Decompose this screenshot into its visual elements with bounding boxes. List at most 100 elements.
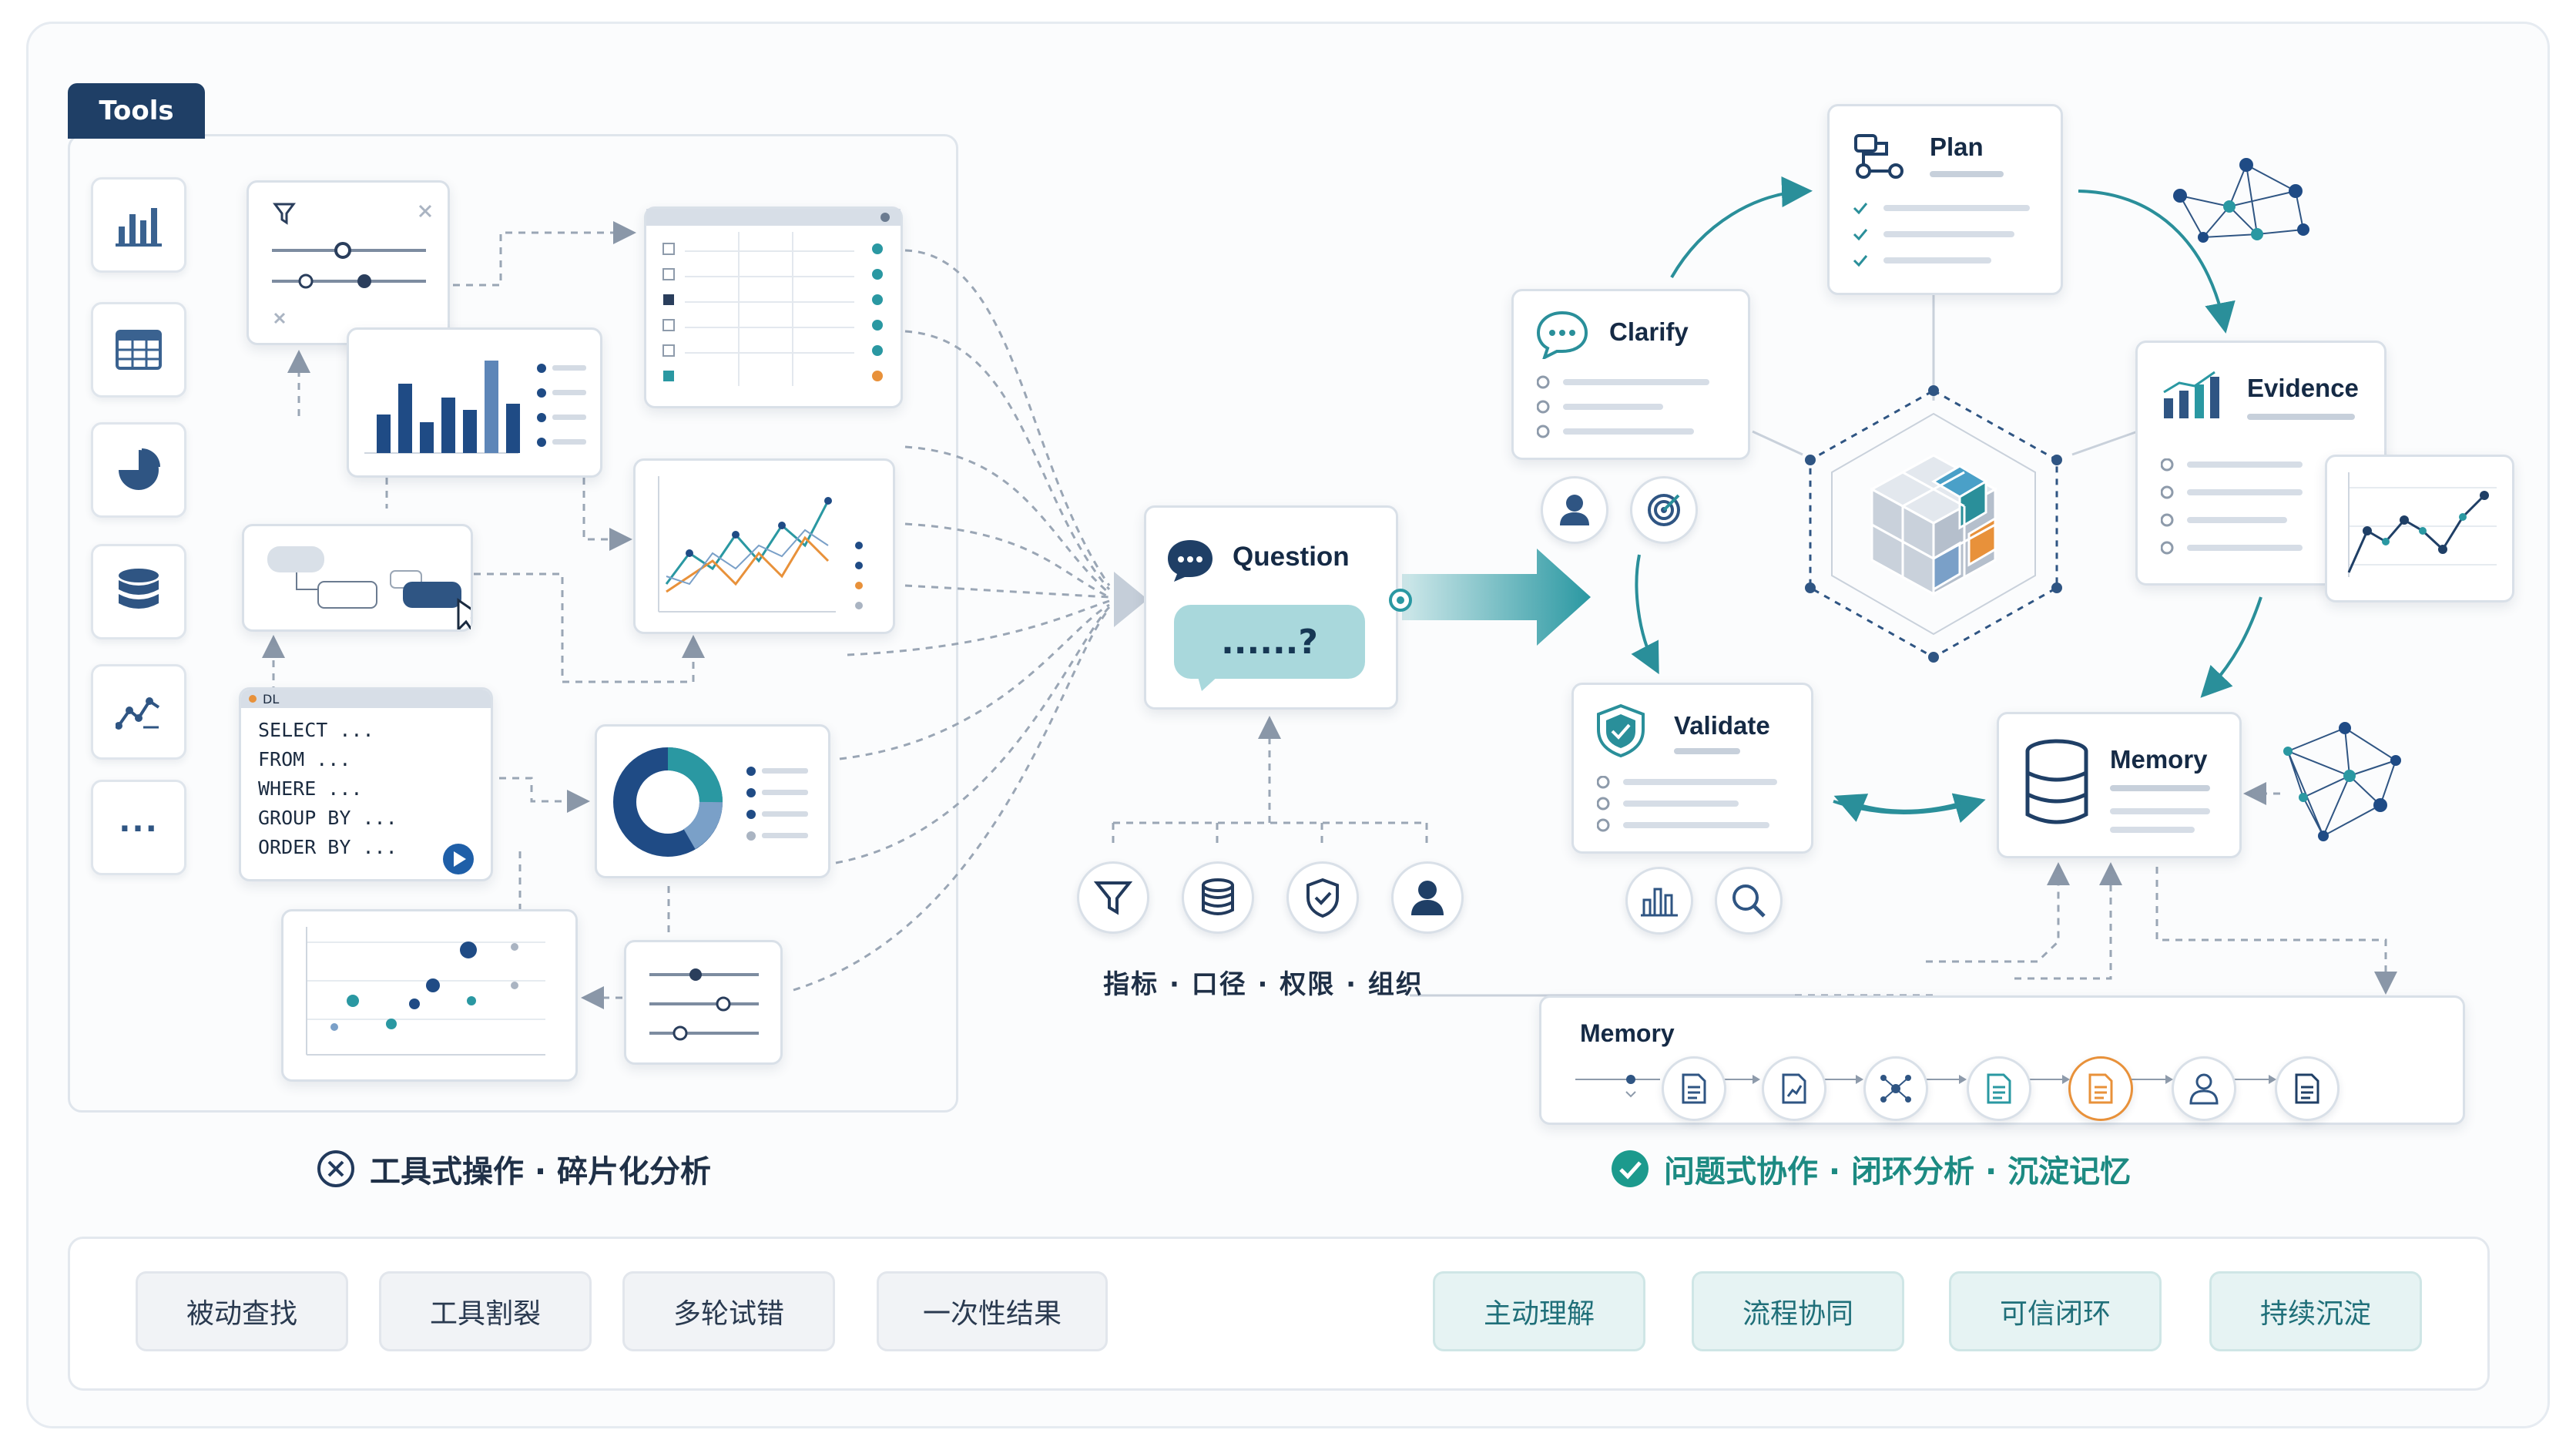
chip-after-1: 主动理解 bbox=[1433, 1271, 1645, 1351]
table-card[interactable] bbox=[644, 206, 903, 408]
chat-icon bbox=[1168, 540, 1213, 582]
permission-input-button[interactable] bbox=[1286, 861, 1359, 934]
target-icon bbox=[1648, 494, 1680, 526]
database-icon bbox=[1202, 878, 1234, 915]
bar-chart-icon bbox=[1641, 888, 1678, 917]
database-tool-button[interactable] bbox=[91, 544, 186, 639]
memory-timeline[interactable]: Memory bbox=[1539, 995, 2465, 1125]
filter-card[interactable] bbox=[247, 180, 450, 345]
slider-card[interactable] bbox=[624, 940, 783, 1065]
memory-step-notes[interactable] bbox=[1967, 1056, 2031, 1121]
question-hint: 指标 · 口径 · 权限 · 组织 bbox=[1103, 969, 1424, 1000]
sql-line: GROUP BY ... bbox=[258, 807, 397, 829]
network-graph-icon bbox=[2173, 158, 2309, 243]
bar-growth-icon bbox=[2163, 371, 2219, 418]
sql-line: SELECT ... bbox=[258, 719, 374, 741]
evidence-title: Evidence bbox=[2247, 374, 2359, 402]
user-icon bbox=[1411, 881, 1444, 915]
chip-before-1: 被动查找 bbox=[136, 1271, 348, 1351]
organization-input-button[interactable] bbox=[1391, 861, 1464, 934]
right-caption-text: 问题式协作 · 闭环分析 · 沉淀记忆 bbox=[1664, 1154, 2132, 1190]
memory-step-final[interactable] bbox=[2275, 1056, 2340, 1121]
pie-chart-tool-button[interactable] bbox=[91, 422, 186, 518]
plan-checklist bbox=[1853, 203, 2030, 267]
bar-chart-card[interactable] bbox=[347, 327, 602, 478]
memory-step-report[interactable] bbox=[1762, 1056, 1826, 1121]
more-tools-button[interactable]: ... bbox=[91, 780, 186, 875]
database-icon bbox=[119, 569, 159, 609]
shield-check-icon bbox=[1597, 703, 1645, 757]
memory-step-highlight[interactable] bbox=[2068, 1056, 2133, 1121]
validate-card[interactable]: Validate bbox=[1571, 683, 1813, 854]
cross-circle-icon bbox=[317, 1150, 354, 1187]
target-button[interactable] bbox=[1630, 476, 1698, 544]
plan-card[interactable]: Plan bbox=[1827, 104, 2063, 295]
donut-chart-card[interactable] bbox=[595, 724, 830, 878]
line-chart-icon bbox=[116, 697, 160, 730]
bar-chart-tool-button[interactable] bbox=[91, 177, 186, 273]
sql-line: FROM ... bbox=[258, 748, 351, 770]
bar-chart-icon bbox=[116, 208, 162, 247]
tools-tab[interactable]: Tools bbox=[68, 83, 205, 139]
knowledge-cube-icon bbox=[1805, 385, 2062, 663]
document-icon bbox=[2088, 1073, 2113, 1104]
pie-chart-icon bbox=[119, 448, 160, 490]
check-circle-icon bbox=[1612, 1150, 1649, 1187]
chip-after-2: 流程协同 bbox=[1692, 1271, 1904, 1351]
question-bubble[interactable]: ......? bbox=[1174, 605, 1365, 679]
left-caption: 工具式操作 · 碎片化分析 bbox=[316, 1146, 711, 1191]
tab-dot-icon bbox=[249, 695, 257, 703]
validate-search-button[interactable] bbox=[1715, 867, 1783, 935]
memory-timeline-title: Memory bbox=[1580, 1019, 1675, 1047]
cursor-icon bbox=[457, 598, 471, 629]
run-icon[interactable] bbox=[440, 841, 477, 878]
memory-step-document[interactable] bbox=[1662, 1056, 1726, 1121]
validate-chart-button[interactable] bbox=[1625, 867, 1693, 935]
table-icon bbox=[116, 330, 162, 370]
funnel-icon bbox=[1094, 881, 1132, 915]
left-caption-text: 工具式操作 · 碎片化分析 bbox=[370, 1154, 712, 1190]
line-chart-tool-button[interactable] bbox=[91, 664, 186, 760]
right-caption: 问题式协作 · 闭环分析 · 沉淀记忆 bbox=[1610, 1146, 2131, 1191]
chip-after-3: 可信闭环 bbox=[1949, 1271, 2162, 1351]
sql-editor-card[interactable]: DL SELECT ... FROM ... WHERE ... GROUP B… bbox=[239, 687, 493, 881]
question-card[interactable]: Question ......? bbox=[1144, 505, 1412, 710]
memory-title: Memory bbox=[2110, 745, 2208, 774]
database-input-button[interactable] bbox=[1182, 861, 1254, 934]
memory-graph-icon bbox=[2283, 722, 2401, 841]
line-chart-card[interactable] bbox=[633, 458, 895, 634]
chip-before-4: 一次性结果 bbox=[877, 1271, 1108, 1351]
search-icon bbox=[1732, 884, 1766, 918]
memory-step-network[interactable] bbox=[1863, 1056, 1928, 1121]
validate-title: Validate bbox=[1674, 711, 1770, 740]
user-role-button[interactable] bbox=[1541, 476, 1608, 544]
chip-before-3: 多轮试错 bbox=[622, 1271, 835, 1351]
memory-card[interactable]: Memory bbox=[1997, 712, 2242, 858]
table-tool-button[interactable] bbox=[91, 302, 186, 398]
memory-step-user[interactable] bbox=[2172, 1056, 2236, 1121]
filter-input-button[interactable] bbox=[1077, 861, 1149, 934]
output-port-icon bbox=[1389, 589, 1412, 612]
sql-line: ORDER BY ... bbox=[258, 836, 397, 858]
workflow-icon bbox=[1854, 134, 1903, 179]
document-icon bbox=[1682, 1073, 1706, 1104]
sql-code[interactable]: SELECT ... FROM ... WHERE ... GROUP BY .… bbox=[241, 708, 491, 862]
network-icon bbox=[1880, 1075, 1911, 1103]
flow-arrow bbox=[1402, 549, 1591, 646]
close-icon bbox=[418, 204, 432, 218]
more-icon: ... bbox=[119, 804, 159, 839]
clarify-card[interactable]: Clarify bbox=[1511, 289, 1750, 460]
shield-check-icon bbox=[1306, 878, 1339, 918]
database-icon bbox=[2025, 739, 2088, 824]
clarify-title: Clarify bbox=[1609, 317, 1689, 346]
chart-document-icon bbox=[1782, 1073, 1806, 1104]
chip-before-2: 工具割裂 bbox=[379, 1271, 592, 1351]
document-icon bbox=[2295, 1073, 2319, 1104]
flow-card[interactable] bbox=[242, 524, 473, 632]
scatter-chart-card[interactable] bbox=[281, 909, 578, 1082]
plan-title: Plan bbox=[1930, 133, 1984, 161]
question-title: Question bbox=[1233, 542, 1350, 572]
document-icon bbox=[1987, 1073, 2011, 1104]
chip-after-4: 持续沉淀 bbox=[2209, 1271, 2422, 1351]
evidence-chart-card[interactable] bbox=[2325, 455, 2514, 602]
